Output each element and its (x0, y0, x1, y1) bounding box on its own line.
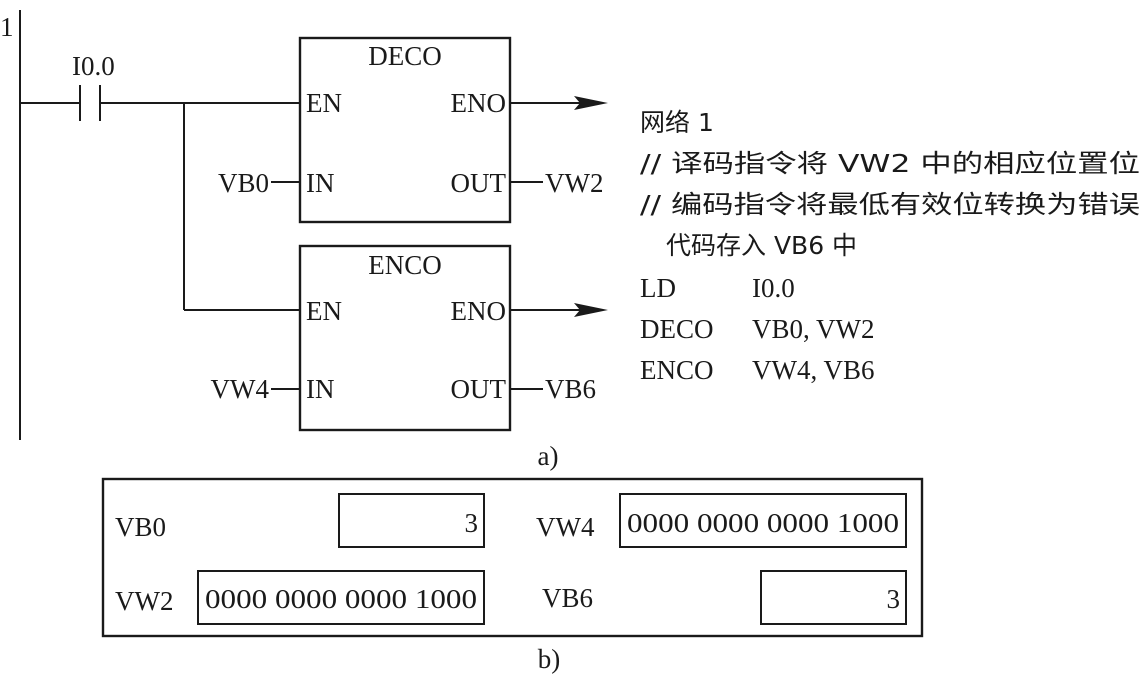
vb0-value-box (338, 493, 485, 548)
vw2-value: 0000 0000 0000 1000 (205, 584, 477, 614)
vb0-value: 3 (465, 508, 479, 538)
comment-line: 网络 1 (640, 108, 714, 137)
vw4-value: 0000 0000 0000 1000 (627, 508, 899, 538)
deco-eno: ENO (451, 88, 507, 118)
deco-out: OUT (451, 168, 507, 198)
vb6-label: VB6 (542, 583, 593, 613)
vw4-label: VW4 (536, 512, 595, 542)
network-number: 1 (0, 12, 14, 42)
caption-b: b) (538, 644, 561, 674)
deco-in-operand: VB0 (218, 168, 269, 198)
enco-out-operand: VB6 (545, 374, 596, 404)
stl-op: DECO (640, 314, 714, 344)
deco-title: DECO (368, 41, 442, 71)
enco-en: EN (306, 296, 342, 326)
data-panel: VB0 3 VW4 0000 0000 0000 1000 VW2 0000 0… (101, 477, 924, 638)
contact-label: I0.0 (72, 51, 115, 81)
enco-block: ENCO EN ENO IN OUT (298, 244, 512, 432)
stl-listing: LD I0.0 DECO VB0, VW2 ENCO VW4, VB6 (640, 273, 875, 385)
vb6-value: 3 (887, 584, 901, 614)
deco-in: IN (306, 168, 335, 198)
vw2-label: VW2 (115, 586, 173, 616)
enco-eno-arrow (574, 303, 608, 317)
enco-in-operand: VW4 (211, 374, 270, 404)
no-contact-symbol (79, 85, 101, 121)
deco-en: EN (306, 88, 342, 118)
enco-out: OUT (451, 374, 507, 404)
vb0-label: VB0 (115, 512, 166, 542)
vw4-value-box (619, 493, 907, 548)
enco-title: ENCO (368, 250, 442, 280)
enco-in: IN (306, 374, 335, 404)
deco-block: DECO EN ENO IN OUT (298, 36, 512, 224)
comment-line: // 译码指令将 VW2 中的相应位置位 (640, 149, 1140, 178)
stl-args: VW4, VB6 (752, 355, 875, 385)
deco-out-operand: VW2 (545, 168, 603, 198)
stl-op: LD (640, 273, 676, 303)
comment-line: // 编码指令将最低有效位转换为错误 (640, 190, 1140, 219)
vw2-value-box (197, 570, 485, 625)
stl-args: VB0, VW2 (752, 314, 875, 344)
stl-args: I0.0 (752, 273, 795, 303)
vb6-value-box (760, 570, 907, 625)
stl-op: ENCO (640, 355, 714, 385)
network-comments: 网络 1 // 译码指令将 VW2 中的相应位置位 // 编码指令将最低有效位转… (640, 108, 1140, 260)
caption-a: a) (538, 441, 559, 471)
enco-eno: ENO (451, 296, 507, 326)
deco-eno-arrow (574, 96, 608, 110)
comment-line: 代码存入 VB6 中 (666, 231, 857, 260)
